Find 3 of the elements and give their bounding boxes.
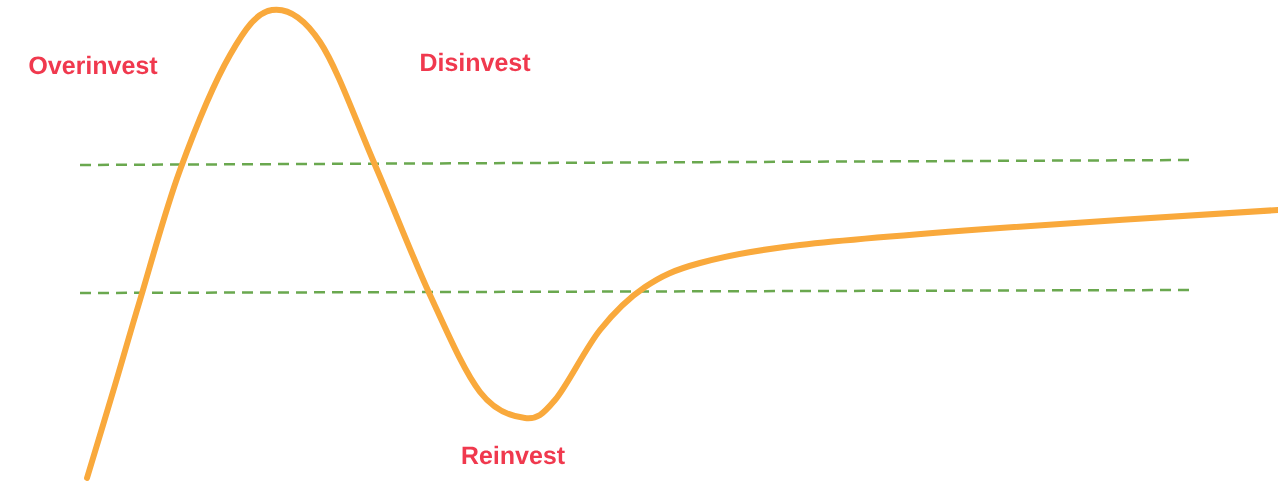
stage-label: Overinvest	[29, 55, 158, 75]
stage-label: Reinvest	[462, 445, 565, 465]
stage-label: Disinvest	[421, 52, 531, 72]
